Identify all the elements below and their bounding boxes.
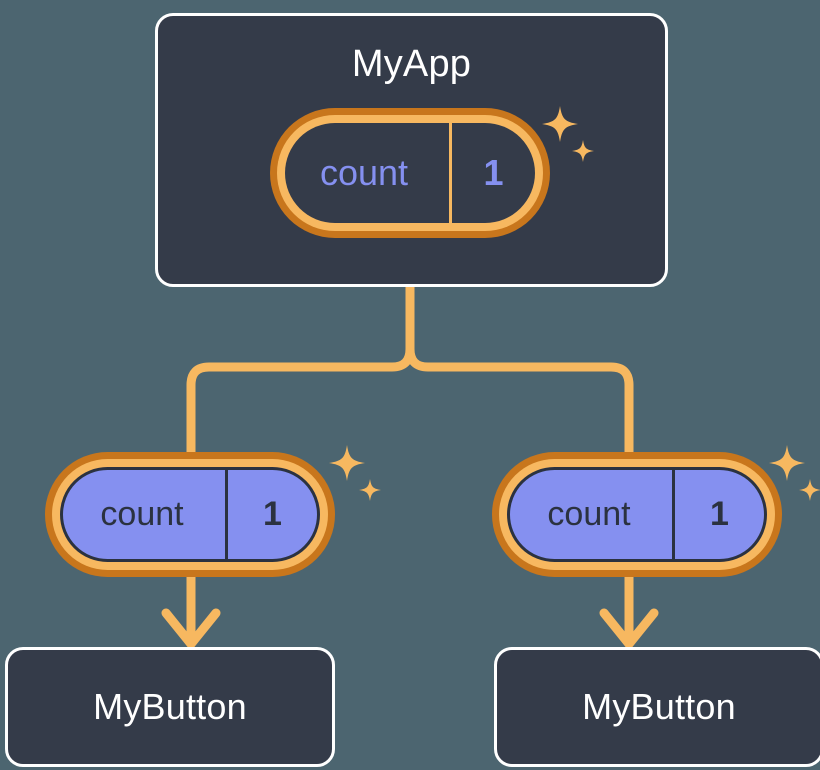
state-key-label: count	[547, 495, 631, 533]
state-pill-myapp[interactable]: count 1	[270, 108, 550, 238]
state-pill-face: count 1	[507, 467, 767, 562]
arrow-left-head-icon	[161, 608, 221, 649]
component-label-mybutton-left: MyButton	[93, 686, 247, 727]
state-pill-right[interactable]: count 1	[492, 452, 782, 577]
state-pill-face: count 1	[60, 467, 320, 562]
state-pill-inner-ring: count 1	[52, 459, 328, 570]
state-pill-outer-ring: count 1	[492, 452, 782, 577]
component-label-mybutton-right: MyButton	[582, 686, 736, 727]
state-pill-face: count 1	[285, 123, 535, 223]
state-pill-inner-ring: count 1	[499, 459, 775, 570]
connector-fork-tree	[186, 282, 415, 460]
state-key-label: count	[100, 495, 184, 533]
state-value-label: 1	[449, 123, 535, 223]
state-pill-outer-ring: count 1	[45, 452, 335, 577]
state-value-label: 1	[672, 470, 764, 559]
component-node-mybutton-left[interactable]: MyButton	[5, 647, 335, 767]
component-node-mybutton-right[interactable]: MyButton	[494, 647, 820, 767]
connector-fork-tree-right	[405, 344, 634, 460]
state-pill-inner-ring: count 1	[277, 115, 543, 231]
arrow-right-head-icon	[599, 608, 659, 649]
state-pill-left[interactable]: count 1	[45, 452, 335, 577]
state-key-label: count	[319, 152, 409, 193]
component-label-myapp: MyApp	[351, 43, 472, 85]
state-pill-outer-ring: count 1	[270, 108, 550, 238]
state-value-label: 1	[225, 470, 317, 559]
